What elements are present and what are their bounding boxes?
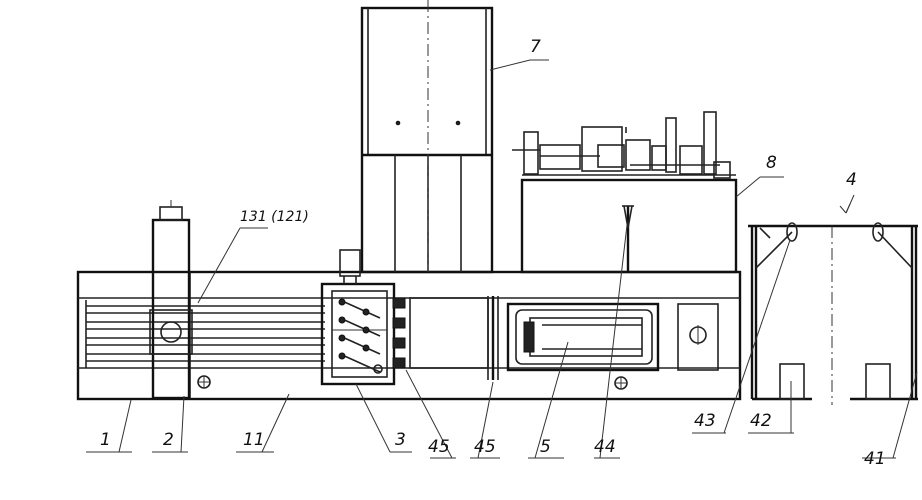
callout-labels: 1 2 11 3 45 45 5 44 43 42 41 4 7 8 131 (… — [100, 37, 886, 469]
feed-section — [409, 296, 499, 380]
label-45-b: 45 — [474, 437, 496, 457]
label-11: 11 — [243, 430, 265, 450]
compression-tubes — [85, 300, 325, 368]
label-3: 3 — [395, 430, 406, 450]
leader-lines — [86, 59, 918, 459]
roller-block — [320, 249, 406, 386]
hydraulic-station — [512, 111, 738, 274]
label-2: 2 — [163, 430, 174, 450]
label-4: 4 — [846, 170, 857, 190]
label-1: 1 — [100, 430, 111, 450]
label-42: 42 — [750, 411, 772, 431]
label-8: 8 — [766, 153, 777, 173]
hopper-tower — [360, 0, 494, 274]
label-5: 5 — [540, 437, 551, 457]
discharge-frame — [748, 222, 918, 405]
vertical-column — [149, 200, 193, 400]
machine-base-frame — [76, 270, 742, 401]
label-44: 44 — [594, 437, 616, 457]
label-45-a: 45 — [428, 437, 450, 457]
label-131-121: 131 (121) — [240, 209, 309, 225]
hydraulic-cylinder — [506, 302, 719, 372]
label-41: 41 — [864, 449, 886, 469]
label-7: 7 — [530, 37, 541, 57]
label-43: 43 — [694, 411, 716, 431]
